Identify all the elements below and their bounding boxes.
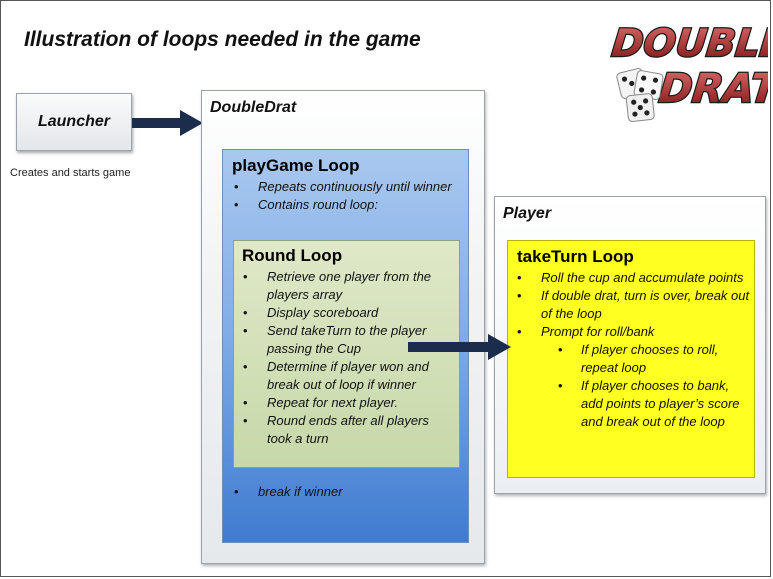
list-item: Round ends after all players took a turn (240, 412, 456, 448)
list-item: Determine if player won and break out of… (240, 358, 456, 394)
logo-line-1: DOUBLE (610, 21, 768, 65)
list-item: Contains round loop: (231, 196, 459, 214)
list-item: Display scoreboard (240, 304, 456, 322)
launcher-caption: Creates and starts game (10, 167, 131, 179)
list-item: Send takeTurn to the player passing the … (240, 322, 456, 358)
playgame-loop-heading: playGame Loop (232, 156, 360, 175)
launcher-label: Launcher (37, 113, 110, 130)
list-item: Roll the cup and accumulate points (514, 269, 750, 287)
list-item: break if winner (231, 483, 451, 501)
playgame-footer-list: break if winner (231, 483, 451, 501)
launcher-box: Launcher (16, 93, 132, 151)
taketurn-loop-heading: takeTurn Loop (517, 247, 634, 266)
logo-text: DOUBLE DRAT! (609, 20, 768, 113)
list-item: Prompt for roll/bank (514, 323, 750, 341)
doubledrat-label: DoubleDrat (210, 99, 297, 116)
arrow-round-to-taketurn (408, 334, 511, 360)
logo-line-2: DRAT! (657, 66, 768, 112)
round-loop-heading: Round Loop (242, 246, 343, 265)
sub-list-item: If player chooses to bank, add points to… (514, 377, 750, 431)
taketurn-loop-list: Roll the cup and accumulate points If do… (514, 269, 750, 431)
round-loop-box: Round Loop Retrieve one player from the … (233, 240, 460, 468)
list-item: Retrieve one player from the players arr… (240, 268, 456, 304)
sub-list-item: If player chooses to roll, repeat loop (514, 341, 750, 377)
list-item: If double drat, turn is over, break out … (514, 287, 750, 323)
playgame-loop-list: Repeats continuously until winner Contai… (231, 178, 459, 214)
arrow-launcher-to-doubledrat (132, 110, 203, 136)
player-label: Player (503, 205, 552, 222)
round-loop-list: Retrieve one player from the players arr… (240, 268, 456, 448)
list-item: Repeat for next player. (240, 394, 456, 412)
slide-title: Illustration of loops needed in the game (24, 28, 421, 51)
taketurn-loop-box: takeTurn Loop Roll the cup and accumulat… (507, 240, 755, 478)
dice-icon (616, 68, 664, 122)
list-item: Repeats continuously until winner (231, 178, 459, 196)
double-drat-logo: DOUBLE DRAT! (609, 20, 768, 122)
